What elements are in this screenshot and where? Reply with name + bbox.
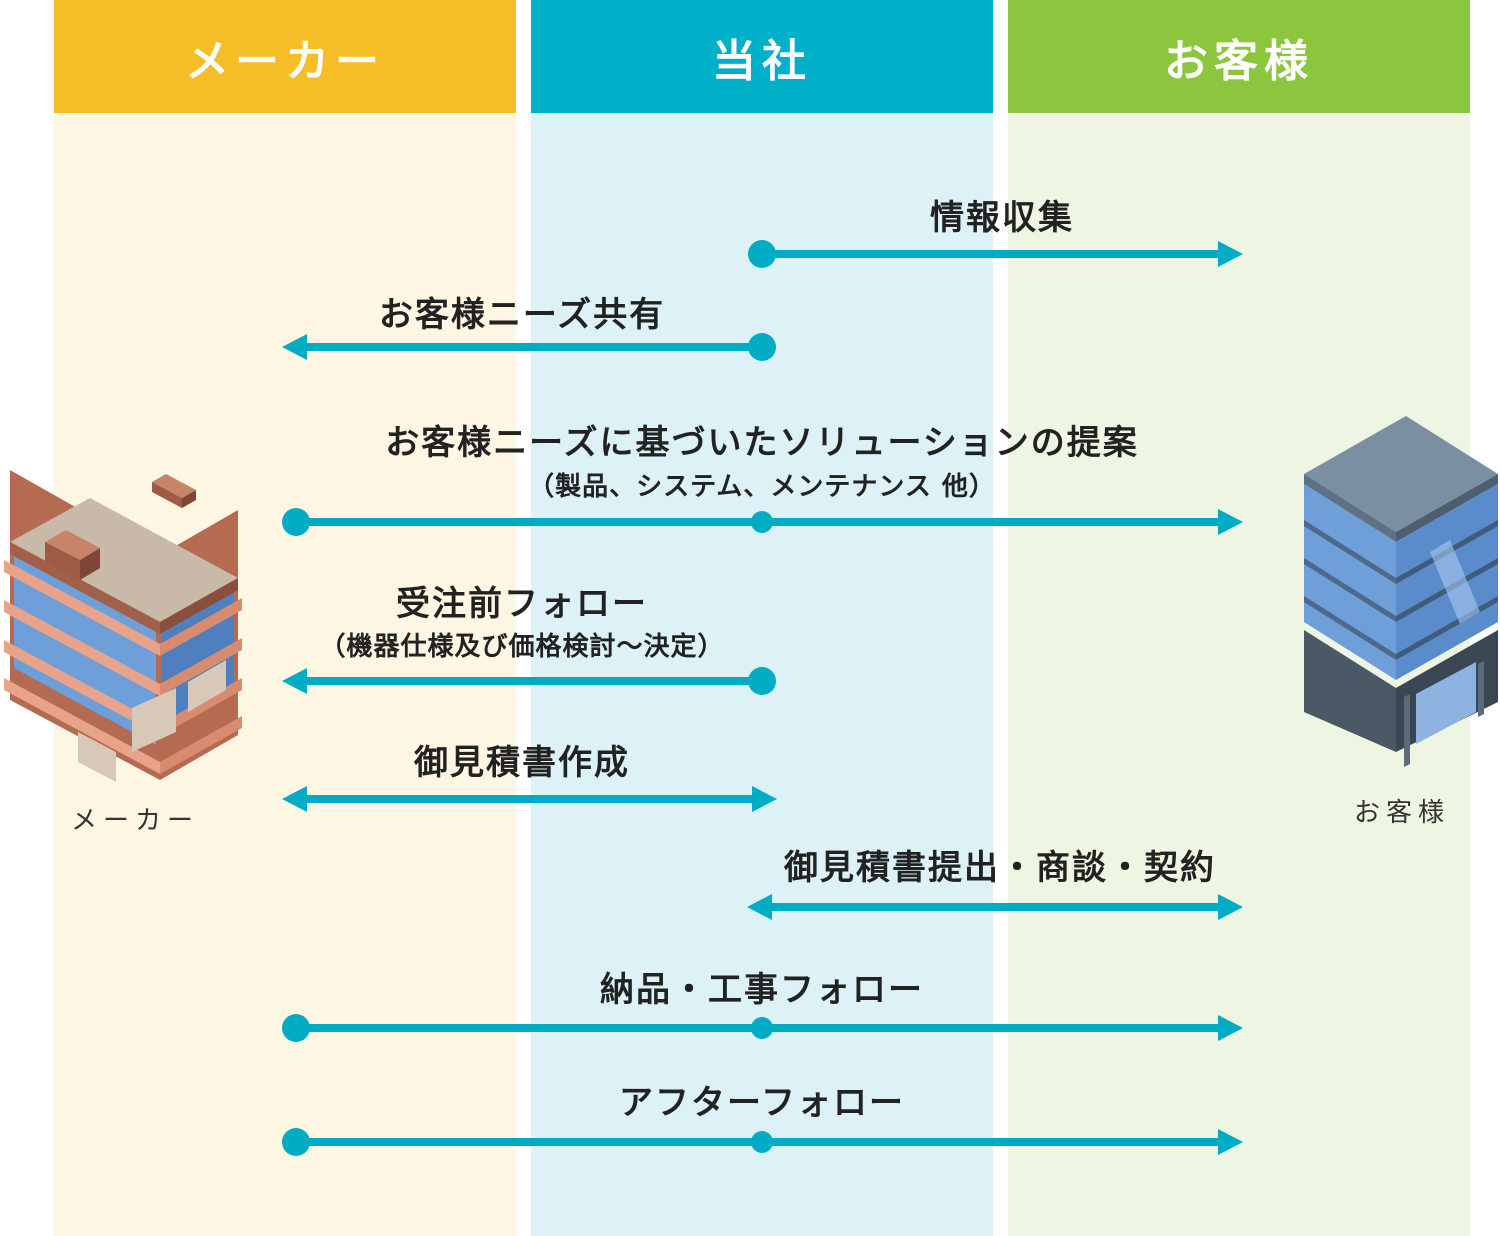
flow-arrow-7 (282, 1014, 1243, 1042)
maker-caption: メーカー (70, 806, 200, 836)
flow-arrow-1 (748, 240, 1243, 268)
flow-arrow-5 (282, 786, 777, 812)
maker-building-icon (4, 470, 242, 782)
step-label-3: お客様ニーズに基づいたソリューションの提案 (385, 423, 1139, 463)
flow-arrow-8 (282, 1128, 1243, 1156)
step-label-7: 納品・工事フォロー (600, 970, 924, 1010)
step-label-8: アフターフォロー (619, 1083, 905, 1123)
step-label-5: 御見積書作成 (414, 743, 630, 783)
flow-arrow-2 (282, 333, 776, 361)
step-label-6: 御見積書提出・商談・契約 (784, 848, 1216, 888)
client-building-icon (1304, 416, 1498, 767)
step-label-2: お客様ニーズ共有 (378, 295, 666, 335)
step-sub-4: （機器仕様及び価格検討〜決定） (319, 632, 725, 662)
lane-header-us: 当社 (531, 0, 993, 113)
lane-header-client: お客様 (1008, 0, 1470, 113)
flow-arrow-3 (282, 508, 1243, 536)
lane-header-maker: メーカー (54, 0, 516, 113)
flow-arrow-4 (282, 667, 776, 695)
step-sub-3: （製品、システム、メンテナンス 他） (528, 472, 996, 502)
flow-arrow-6 (747, 894, 1243, 920)
step-label-4: 受注前フォロー (396, 584, 648, 624)
client-caption: お客様 (1353, 798, 1451, 828)
step-label-1: 情報収集 (930, 198, 1074, 238)
